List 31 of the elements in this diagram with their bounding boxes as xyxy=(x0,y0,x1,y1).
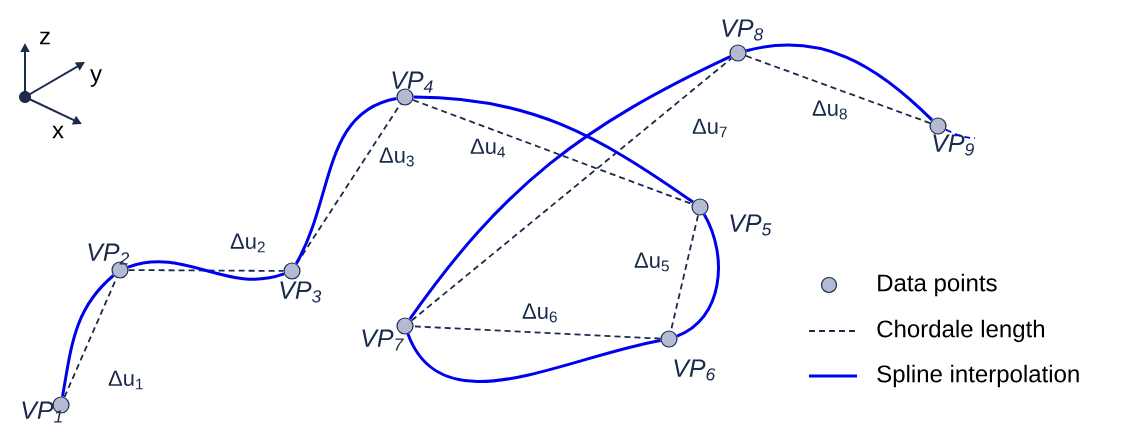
spline-curve xyxy=(676,213,720,338)
point-label: VP$_{8}$ xyxy=(722,19,764,41)
spline-curve xyxy=(406,333,661,383)
legend-label: Chordale length xyxy=(877,319,1045,343)
chord-line xyxy=(127,269,285,272)
legend-label: Data points xyxy=(878,273,997,297)
edge-label: Δu$_{4}$ xyxy=(470,138,506,158)
edge-label: Δu$_{5}$ xyxy=(634,252,669,272)
axis-label: x xyxy=(52,125,64,139)
axis-label: y xyxy=(90,69,102,87)
point-label: VP$_{3}$ xyxy=(280,281,322,303)
chord-line xyxy=(745,55,931,124)
point-label: VP$_{2}$ xyxy=(88,243,130,265)
point-label: VP$_{5}$ xyxy=(730,214,772,236)
point-label: VP$_{7}$ xyxy=(362,329,404,351)
spline-curve xyxy=(127,260,285,281)
spline-curve xyxy=(746,43,933,121)
edge-label: Δu$_{6}$ xyxy=(522,303,557,323)
edge-label: Δu$_{3}$ xyxy=(379,147,414,167)
point-label: VP$_{4}$ xyxy=(392,71,433,93)
edge-label: Δu$_{7}$ xyxy=(692,118,727,138)
edge-label: Δu$_{1}$ xyxy=(108,370,143,390)
chord-line xyxy=(412,325,662,340)
axis-label: z xyxy=(40,31,50,45)
edge-label: Δu$_{8}$ xyxy=(812,100,847,120)
point-label: VP$_{9}$ xyxy=(933,134,974,156)
point-label: VP$_{6}$ xyxy=(674,359,716,381)
chord-line xyxy=(944,128,976,139)
point-label: VP$_{1}$ xyxy=(22,401,62,423)
legend-label: Spline interpolation xyxy=(877,364,1079,388)
edge-label: Δu$_{2}$ xyxy=(230,233,265,253)
